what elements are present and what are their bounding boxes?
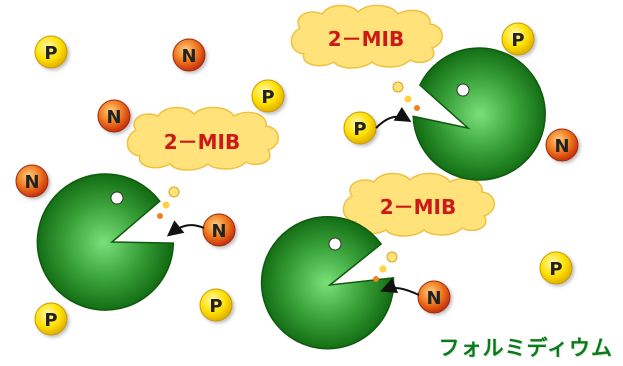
arrow-icon	[166, 220, 205, 237]
nitrogen-particle: N	[15, 164, 49, 198]
organism-eye	[456, 83, 470, 97]
phosphorus-particle: P	[34, 302, 68, 336]
compound-cloud: 2－MIB	[126, 106, 279, 171]
phosphorus-label: P	[44, 310, 57, 331]
nitrogen-label: N	[554, 136, 569, 157]
phosphorus-particle: P	[343, 111, 377, 145]
nitrogen-particle: N	[172, 38, 206, 72]
organism-cell	[260, 215, 398, 350]
compound-cloud: 2－MIB	[290, 4, 443, 69]
nitrogen-label: N	[106, 107, 121, 128]
nitrogen-label: N	[211, 221, 226, 242]
phosphorus-label: P	[261, 87, 274, 108]
phosphorus-label: P	[44, 43, 57, 64]
nitrogen-particle: N	[417, 280, 451, 314]
nitrogen-label: N	[181, 46, 196, 67]
phosphorus-label: P	[209, 296, 222, 317]
phosphorus-label: P	[353, 119, 366, 140]
compound-cloud: 2－MIB	[342, 172, 495, 237]
compound-label: 2－MIB	[164, 130, 241, 154]
phosphorus-particle: P	[251, 79, 285, 113]
phosphorus-particle: P	[501, 22, 535, 56]
nitrogen-particle: N	[545, 128, 579, 162]
nitrogen-label: N	[24, 172, 39, 193]
phosphorus-particle: P	[34, 35, 68, 69]
compound-label: 2－MIB	[328, 27, 405, 51]
nitrogen-particle: N	[202, 213, 236, 247]
nitrogen-particle: N	[97, 99, 131, 133]
organism-eye	[110, 191, 124, 205]
phosphorus-label: P	[549, 259, 562, 280]
phosphorus-label: P	[511, 30, 524, 51]
arrow-icon	[375, 106, 412, 129]
arrow-icon	[380, 278, 420, 296]
nitrogen-label: N	[426, 288, 441, 309]
phosphorus-particle: P	[199, 288, 233, 322]
organism-cell	[392, 47, 546, 181]
phosphorus-particle: P	[539, 251, 573, 285]
compound-label: 2－MIB	[380, 195, 457, 219]
organism-cell	[36, 173, 180, 311]
organism-name-caption: フォルミディウム	[438, 336, 613, 360]
organism-eye	[328, 237, 342, 251]
